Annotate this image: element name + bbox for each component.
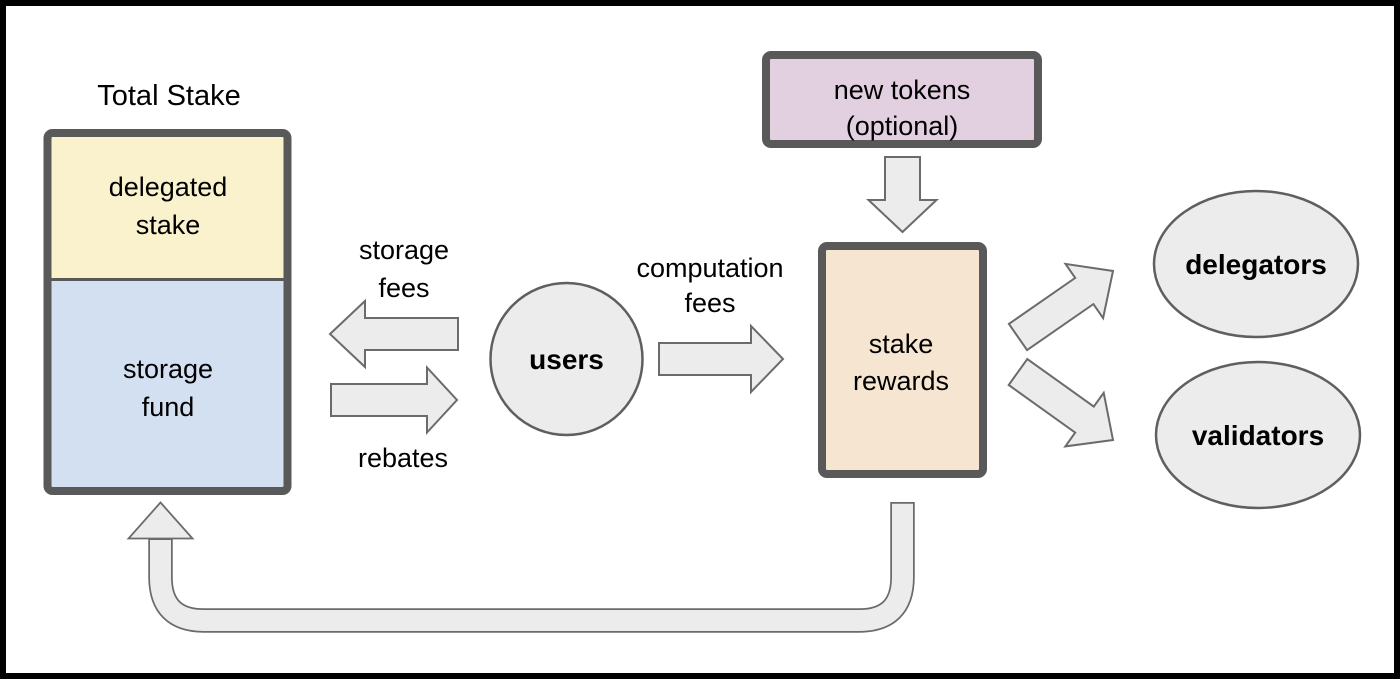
stake-rewards-border xyxy=(818,242,987,478)
new-tokens-box: new tokens (optional) xyxy=(762,51,1042,148)
new-tokens-fill xyxy=(768,57,1036,142)
new-tokens-label-line1: new tokens xyxy=(834,75,971,105)
new-tokens-arrow xyxy=(865,156,940,234)
delegated-stake-label-line1: delegated xyxy=(109,172,228,202)
storage-fund-label-line2: fund xyxy=(142,392,195,422)
computation-fees-arrow xyxy=(658,323,785,395)
new-tokens-label-line2: (optional) xyxy=(846,111,959,141)
rewards-to-delegators-arrow xyxy=(1007,262,1115,352)
delegators-ellipse xyxy=(1152,189,1360,339)
storage-fees-label-line2: fees xyxy=(378,273,429,303)
computation-fees-label-line1: computation xyxy=(636,253,783,283)
users-label: users xyxy=(529,344,604,375)
storage-fund-label-line1: storage xyxy=(123,354,213,384)
storage-fund-section xyxy=(51,279,284,487)
rewards-to-validators-arrow xyxy=(1007,357,1115,448)
validators-label: validators xyxy=(1192,420,1324,451)
computation-fees-label-line2: fees xyxy=(684,288,735,318)
total-stake-border xyxy=(43,129,292,495)
validators-ellipse xyxy=(1154,360,1362,510)
total-stake-title: Total Stake xyxy=(97,80,240,112)
stake-rewards-box: stake rewards xyxy=(818,242,987,478)
delegated-stake-section xyxy=(51,137,284,279)
stake-rewards-fill xyxy=(824,248,981,472)
stake-rewards-label-line2: rewards xyxy=(853,366,949,396)
total-stake-box: delegated stake storage fund xyxy=(43,129,292,495)
delegators-label: delegators xyxy=(1185,249,1327,280)
delegated-stake-label-line2: stake xyxy=(136,210,201,240)
storage-fees-arrow xyxy=(328,298,459,370)
pipe-arrowhead xyxy=(126,501,195,540)
new-tokens-border xyxy=(762,51,1042,148)
stake-rewards-label-line1: stake xyxy=(869,329,934,359)
rewards-to-storage-fund-pipe xyxy=(150,503,913,631)
users-circle xyxy=(489,281,644,437)
rebates-arrow xyxy=(330,364,459,436)
storage-fees-label-line1: storage xyxy=(359,235,449,265)
rebates-label: rebates xyxy=(358,443,448,473)
